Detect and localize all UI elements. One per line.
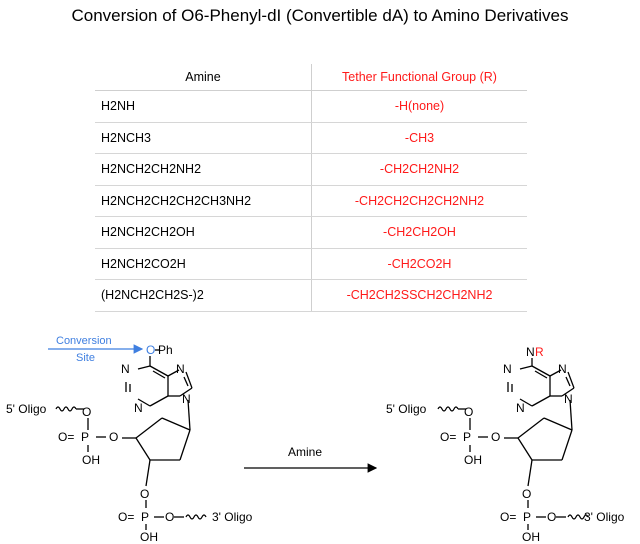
atom-o3: O (140, 487, 149, 501)
header-tether-group: Tether Functional Group (R) (311, 64, 527, 91)
tether-cell: -CH2CH2SSCH2CH2NH2 (311, 279, 527, 312)
phosphate-eq-right: O= (440, 430, 456, 444)
r-group-label: R (535, 345, 544, 359)
phosphate-p-left: P (81, 430, 89, 444)
phosphate-eq-left: O= (58, 430, 74, 444)
atom-n3-right: N (516, 401, 525, 415)
table-row: H2NCH3 -CH3 (95, 122, 527, 154)
amine-cell: H2NCH2CH2CH2CH3NH2 (95, 185, 312, 217)
atom-n1: N (121, 362, 130, 376)
table-row: H2NCH2CH2OH -CH2CH2OH (95, 216, 527, 249)
reaction-scheme: N N N N O O O= P O OH O= P O OH 5' Oligo… (6, 335, 625, 544)
atom-n9-right: N (564, 392, 573, 406)
atom-n9: N (182, 392, 191, 406)
phenyl-label: Ph (158, 343, 173, 357)
tether-cell: -CH2CH2OH (311, 216, 527, 249)
product-nucleoside (469, 358, 575, 530)
starting-nucleoside (87, 356, 193, 530)
amine-cell: H2NCH2CO2H (95, 248, 312, 280)
amine-cell: H2NH (95, 90, 312, 123)
tether-cell: -CH2CO2H (311, 248, 527, 280)
atom-n3: N (134, 401, 143, 415)
phosphate-o-top-left: O (82, 405, 91, 419)
reaction-label: Amine (288, 445, 322, 459)
atom-n1-right: N (503, 362, 512, 376)
conversion-label-line2: Site (76, 352, 95, 364)
phosphate-oh-left: OH (82, 453, 100, 467)
phosphate-o-top-right: O (464, 405, 473, 419)
table-row: H2NCH2CH2NH2 -CH2CH2NH2 (95, 153, 527, 186)
atom-o5-right: O (491, 430, 500, 444)
table-row: (H2NCH2CH2S-)2 -CH2CH2SSCH2CH2NH2 (95, 279, 527, 312)
conversion-label-line1: Conversion (56, 335, 112, 347)
atom-n7: N (176, 362, 185, 376)
amino-n-atom: N (526, 345, 535, 359)
tether-cell: -CH3 (311, 122, 527, 154)
atom-o5: O (109, 430, 118, 444)
wavy-bond-five-prime-left (55, 406, 77, 412)
five-prime-label-right: 5' Oligo (386, 402, 427, 416)
atom-o3-right: O (522, 487, 531, 501)
phosphate-p-bottom-left: P (141, 510, 149, 524)
phosphate-o-bottom-right: O (547, 510, 556, 524)
table-row: H2NCH2CH2CH2CH3NH2 -CH2CH2CH2CH2NH2 (95, 185, 527, 217)
amine-cell: H2NCH3 (95, 122, 312, 154)
phosphate-eq-bottom-left: O= (118, 510, 134, 524)
phosphate-oh-bottom-right: OH (522, 530, 540, 544)
three-prime-label-left: 3' Oligo (212, 510, 253, 524)
table-row: H2NCH2CO2H -CH2CO2H (95, 248, 527, 280)
phosphate-oh-bottom-left: OH (140, 530, 158, 544)
phosphate-p-right: P (463, 430, 471, 444)
wavy-bond-three-prime-left (185, 514, 207, 520)
phosphate-p-bottom-right: P (523, 510, 531, 524)
conversion-o-atom: O (146, 343, 155, 357)
table-row: H2NH -H(none) (95, 90, 527, 123)
wavy-bond-five-prime-right (437, 406, 459, 412)
tether-cell: -H(none) (311, 90, 527, 123)
left-molecule-atoms: N N N N O O O= P O OH O= P O OH 5' Oligo… (6, 343, 253, 544)
amine-table: Amine Tether Functional Group (R) H2NH -… (95, 64, 527, 312)
right-molecule-atoms: N N N N N O O O= P O OH O= P O OH 5' Oli… (386, 345, 625, 544)
amine-cell: (H2NCH2CH2S-)2 (95, 279, 312, 312)
wavy-bond-three-prime-right (567, 514, 589, 520)
phosphate-o-bottom-left: O (165, 510, 174, 524)
tether-cell: -CH2CH2NH2 (311, 153, 527, 186)
three-prime-label-right: 3' Oligo (584, 510, 625, 524)
diagram-title: Conversion of O6-Phenyl-dI (Convertible … (71, 6, 569, 25)
amine-cell: H2NCH2CH2NH2 (95, 153, 312, 186)
phosphate-eq-bottom-right: O= (500, 510, 516, 524)
amine-cell: H2NCH2CH2OH (95, 216, 312, 249)
table-header-row: Amine Tether Functional Group (R) (95, 64, 527, 91)
five-prime-label-left: 5' Oligo (6, 402, 47, 416)
tether-cell: -CH2CH2CH2CH2NH2 (311, 185, 527, 217)
header-amine: Amine (95, 64, 312, 91)
atom-n7-right: N (558, 362, 567, 376)
phosphate-oh-right: OH (464, 453, 482, 467)
